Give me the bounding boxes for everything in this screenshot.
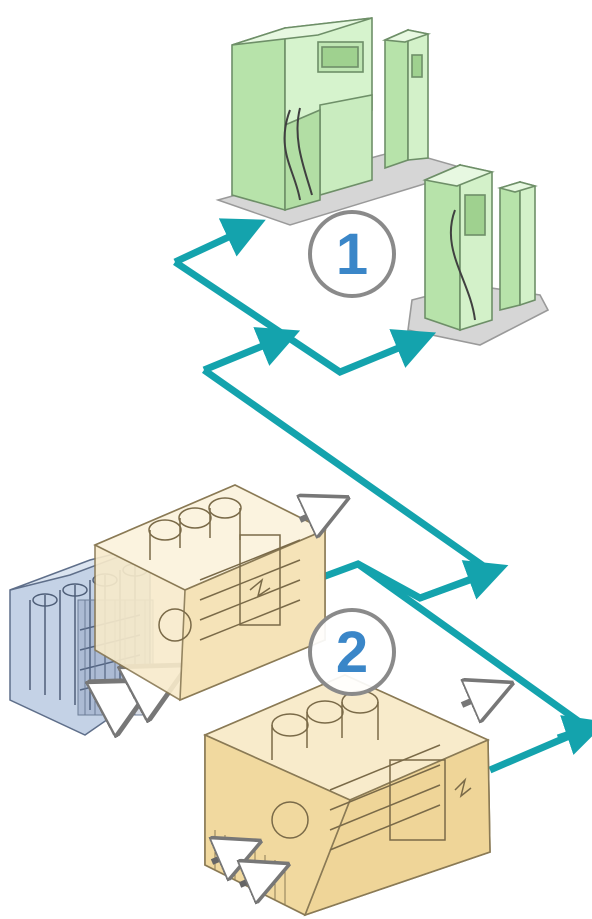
pipe-arrow-to-dispenser-top: [173, 218, 266, 266]
air-inlet-arrow-icon: [212, 850, 240, 862]
station-number-badge: 1: [308, 210, 396, 298]
pipe-arrow-right: [556, 715, 592, 756]
fuel-dispenser-slim-back: [381, 28, 432, 170]
unit-number-badge: 2: [308, 608, 396, 696]
unit-upper-internals: [148, 497, 301, 642]
unit-lower-internals: [271, 690, 472, 851]
pipe-from-unit-1: [318, 560, 509, 602]
fuel-dispenser-large: [231, 17, 373, 212]
electrolyzer-unit-lower: [203, 674, 492, 917]
exhaust-arrow-icon: [462, 692, 492, 705]
unit-number-label: 2: [335, 619, 369, 685]
fuel-dispenser-front: [407, 163, 550, 346]
air-inlet-arrow-icon: [240, 873, 268, 885]
fan-icon: [271, 801, 309, 839]
electrolyzer-unit-upper: [93, 484, 328, 702]
dispenser-station-top: [215, 17, 550, 346]
pipe-route-b: [202, 327, 301, 374]
pipe-route-a: [173, 259, 437, 376]
exhaust-arrow-icon: [300, 507, 328, 520]
station-number-label: 1: [335, 221, 369, 287]
supply-pipes: [173, 218, 592, 774]
fan-icon: [158, 608, 192, 642]
